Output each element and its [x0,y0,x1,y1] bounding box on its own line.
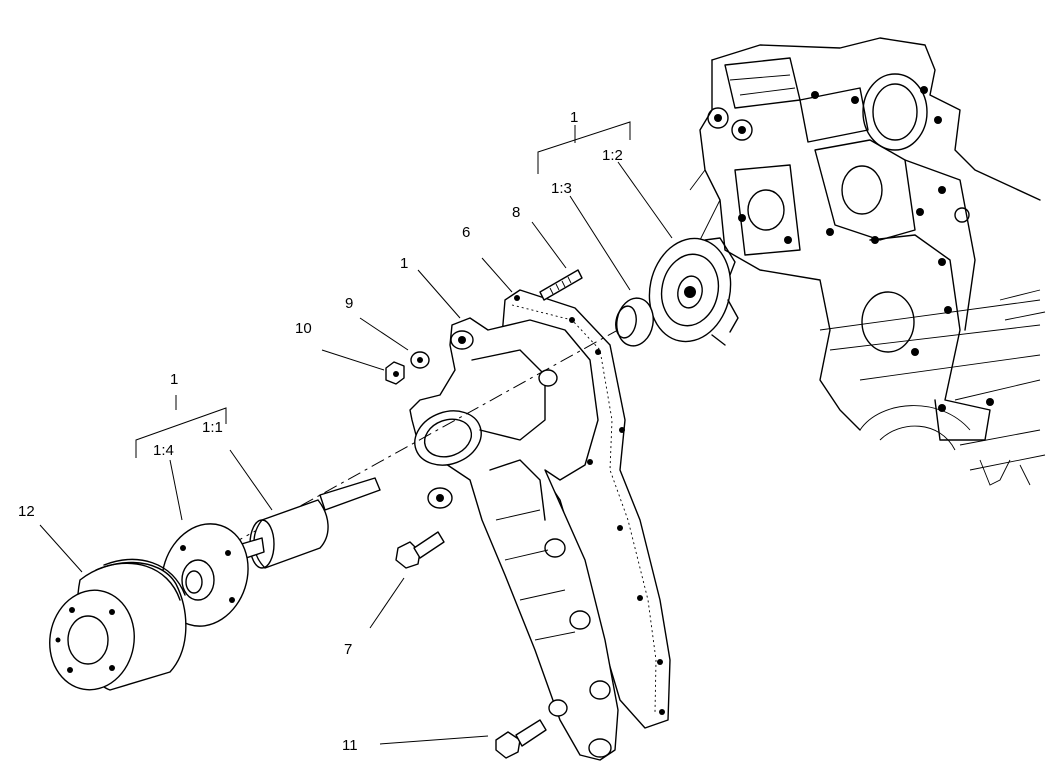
callout-1-top: 1 [570,109,578,126]
leaders [39,121,673,745]
callout-1-left: 1 [170,371,178,388]
bearing-shaft [235,477,381,569]
callout-10: 10 [295,320,312,337]
callout-1-3: 1:3 [551,180,572,197]
washer [410,351,430,369]
impeller [648,237,739,346]
callout-12: 12 [18,503,35,520]
callout-1-4: 1:4 [153,442,174,459]
callout-8: 8 [512,204,520,221]
callout-1-2: 1:2 [602,147,623,164]
gasket [499,289,671,729]
bolt-7 [395,531,445,569]
callout-1-1: 1:1 [202,419,223,436]
callout-6: 6 [462,224,470,241]
pulley [49,558,187,691]
callout-9: 9 [345,295,353,312]
engine-block [689,37,1046,486]
bolt-11 [495,719,547,759]
seal [615,297,654,347]
center-axis [229,289,691,546]
hub-flange [161,523,249,627]
callout-1-housing: 1 [400,255,408,272]
callout-7: 7 [344,641,352,658]
stud [539,269,583,301]
nut [385,361,405,385]
callout-11: 11 [342,737,358,754]
pump-housing [409,317,619,761]
